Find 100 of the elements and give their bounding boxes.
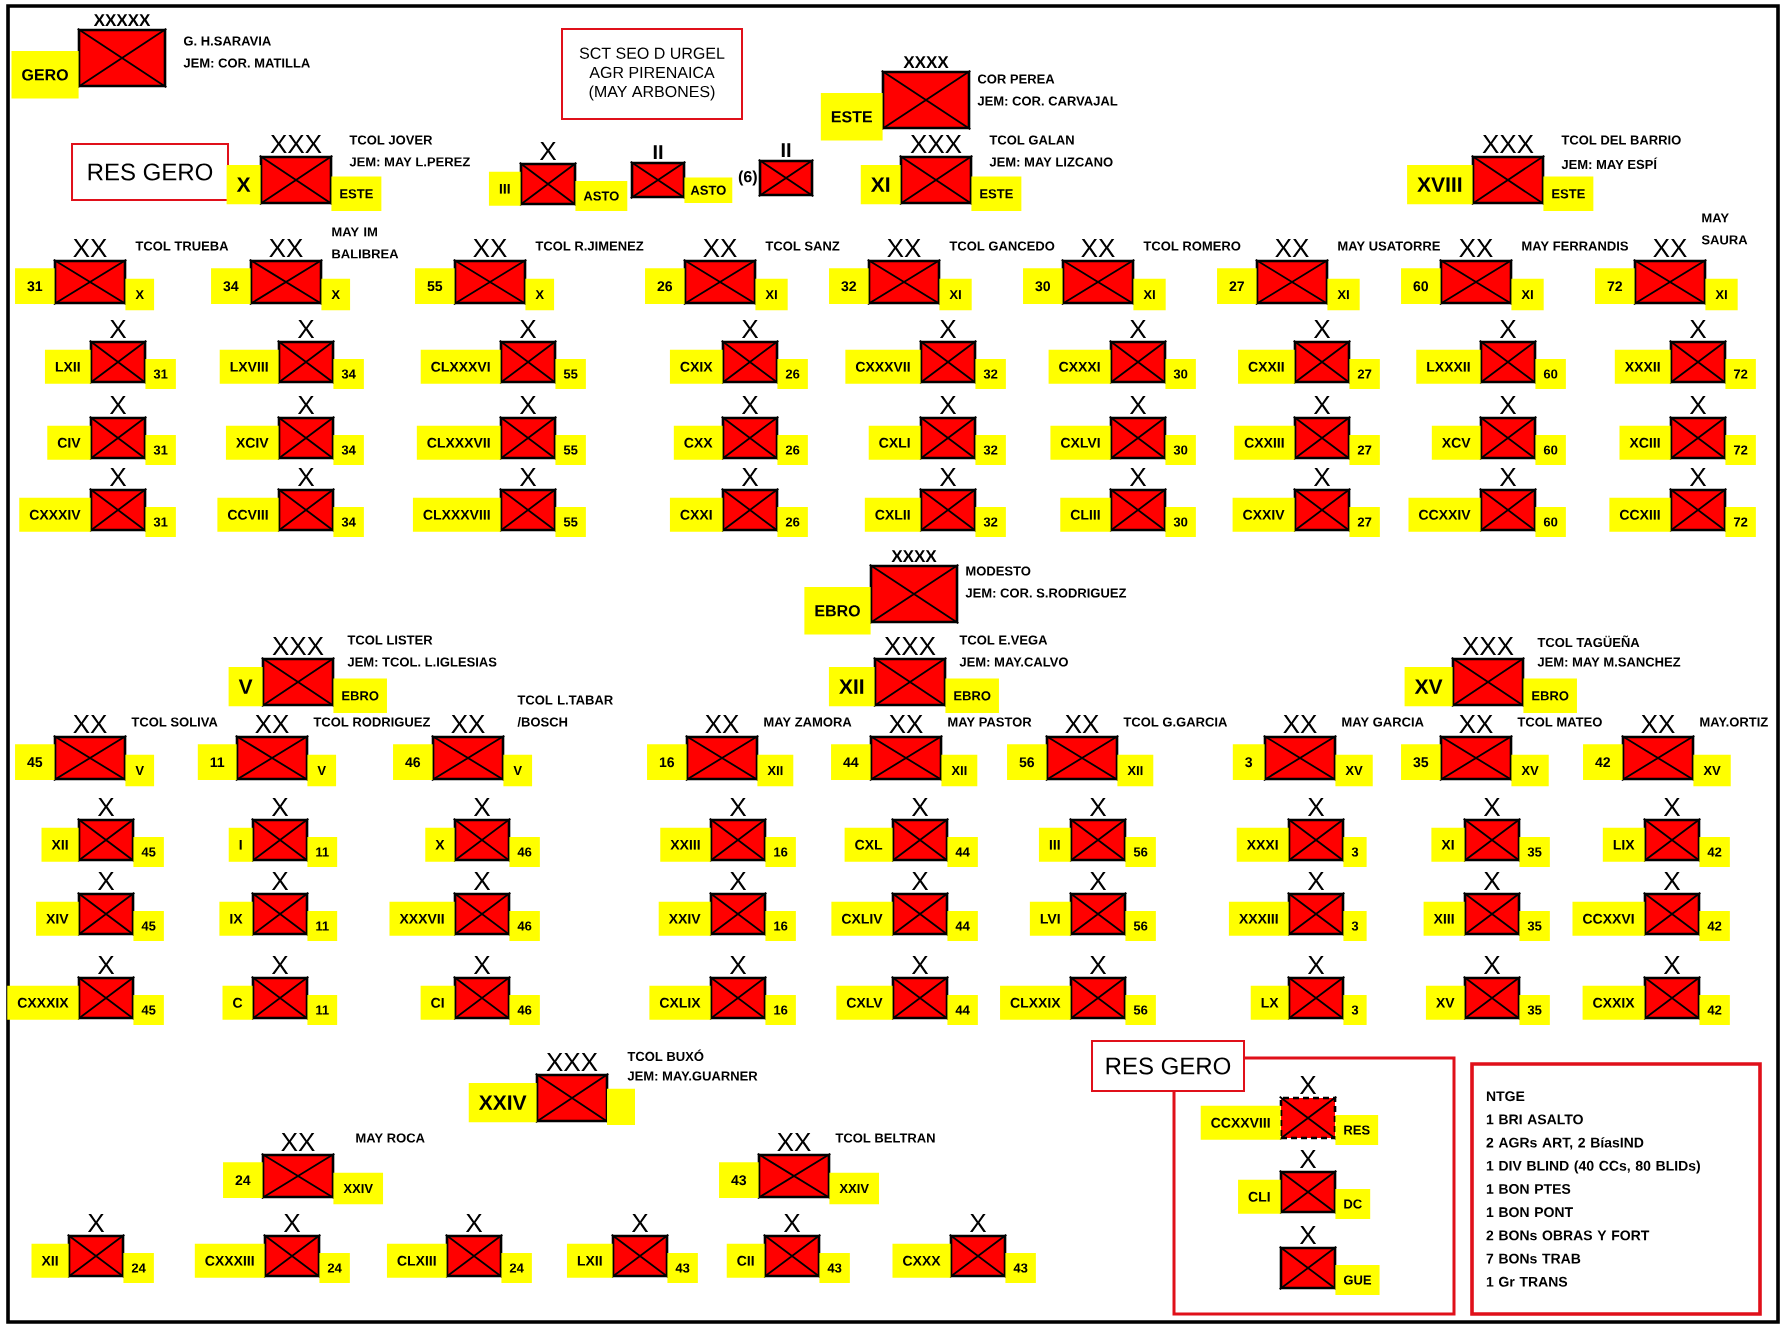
echelon-mark: XX	[889, 715, 923, 733]
unit-number-label: GERO	[11, 51, 79, 99]
unit-symbol	[1068, 891, 1128, 937]
echelon-mark: X	[473, 872, 491, 890]
unit-symbol	[1292, 415, 1352, 461]
echelon-mark: X	[631, 1214, 649, 1232]
unit-symbol	[262, 1233, 322, 1279]
echelon-mark: X	[97, 956, 115, 974]
echelon-mark: XXX	[270, 135, 322, 153]
echelon-mark: X	[729, 872, 747, 890]
echelon-mark: X	[519, 396, 537, 414]
unit-symbol	[1068, 817, 1128, 863]
unit-number-label: XXIV	[468, 1083, 537, 1123]
echelon-mark: XXX	[1462, 637, 1514, 655]
echelon-mark: XX	[1459, 715, 1493, 733]
unit-symbol	[1286, 975, 1346, 1021]
unit-symbol	[1668, 415, 1728, 461]
unit-number-label: X	[226, 165, 261, 205]
info-box: SCT SEO D URGEL AGR PIRENAICA (MAY ARBONES)	[561, 28, 743, 120]
unit-symbol	[708, 817, 768, 863]
echelon-mark: X	[1299, 1150, 1317, 1168]
unit-symbol	[1108, 415, 1168, 461]
echelon-mark: X	[1483, 872, 1501, 890]
echelon-mark: XX	[451, 715, 485, 733]
unit-symbol	[1108, 339, 1168, 385]
unit-symbol	[1060, 258, 1136, 306]
echelon-mark: XX	[1065, 715, 1099, 733]
unit-symbol	[918, 339, 978, 385]
unit-symbol	[918, 415, 978, 461]
unit-symbol	[1278, 1095, 1338, 1141]
echelon-mark: XXXX	[891, 550, 937, 562]
unit-symbol	[76, 817, 136, 863]
unit-symbol	[1278, 1169, 1338, 1215]
echelon-mark: XX	[473, 239, 507, 257]
unit-symbol	[1286, 891, 1346, 937]
unit-symbol	[52, 258, 128, 306]
echelon-mark: X	[1129, 468, 1147, 486]
echelon-mark: XXXXX	[93, 14, 151, 26]
echelon-mark: XXX	[910, 135, 962, 153]
echelon-mark: X	[1663, 872, 1681, 890]
unit-symbol	[260, 1152, 336, 1200]
echelon-mark: X	[109, 396, 127, 414]
unit-symbol	[76, 27, 168, 89]
echelon-mark: X	[1307, 872, 1325, 890]
unit-symbol	[498, 487, 558, 533]
unit-symbol	[890, 817, 950, 863]
echelon-mark: X	[939, 468, 957, 486]
echelon-mark: X	[911, 872, 929, 890]
unit-symbol	[762, 1233, 822, 1279]
unit-symbol	[1478, 415, 1538, 461]
echelon-mark: X	[109, 320, 127, 338]
unit-symbol	[1292, 339, 1352, 385]
unit-symbol	[1286, 817, 1346, 863]
unit-symbol	[610, 1233, 670, 1279]
unit-symbol	[868, 734, 944, 782]
unit-symbol	[1438, 734, 1514, 782]
echelon-mark: X	[1689, 396, 1707, 414]
unit-symbol	[234, 734, 310, 782]
unit-symbol	[88, 487, 148, 533]
echelon-mark: X	[297, 468, 315, 486]
echelon-mark: X	[1307, 956, 1325, 974]
unit-symbol	[1462, 817, 1522, 863]
echelon-mark: XX	[705, 715, 739, 733]
unit-symbol	[248, 258, 324, 306]
unit-symbol	[250, 817, 310, 863]
unit-symbol	[708, 975, 768, 1021]
echelon-mark: X	[1483, 798, 1501, 816]
echelon-mark: XX	[73, 239, 107, 257]
echelon-mark: X	[1299, 1226, 1317, 1244]
echelon-mark: XX	[281, 1133, 315, 1151]
unit-symbol	[452, 975, 512, 1021]
unit-symbol	[1068, 975, 1128, 1021]
echelon-mark: XXX	[272, 637, 324, 655]
echelon-mark: X	[729, 798, 747, 816]
unit-symbol	[250, 975, 310, 1021]
unit-symbol	[76, 975, 136, 1021]
unit-symbol	[872, 656, 948, 708]
unit-symbol	[1462, 891, 1522, 937]
echelon-mark: X	[473, 956, 491, 974]
echelon-mark: XX	[1641, 715, 1675, 733]
unit-symbol	[1438, 258, 1514, 306]
unit-symbol	[684, 734, 760, 782]
unit-number-label: XII	[828, 667, 875, 707]
echelon-mark: X	[109, 468, 127, 486]
echelon-mark: X	[741, 468, 759, 486]
unit-symbol	[1262, 734, 1338, 782]
unit-symbol	[720, 415, 780, 461]
echelon-mark: X	[271, 956, 289, 974]
unit-symbol	[1044, 734, 1120, 782]
unit-symbol	[898, 154, 974, 206]
unit-symbol	[52, 734, 128, 782]
unit-symbol	[1462, 975, 1522, 1021]
unit-symbol	[1642, 817, 1702, 863]
echelon-mark: X	[1089, 872, 1107, 890]
echelon-mark: XX	[777, 1133, 811, 1151]
unit-symbol	[1668, 339, 1728, 385]
echelon-mark: X	[1089, 956, 1107, 974]
unit-number-label: EBRO	[804, 587, 871, 635]
unit-symbol	[452, 817, 512, 863]
echelon-mark: II	[653, 145, 663, 159]
